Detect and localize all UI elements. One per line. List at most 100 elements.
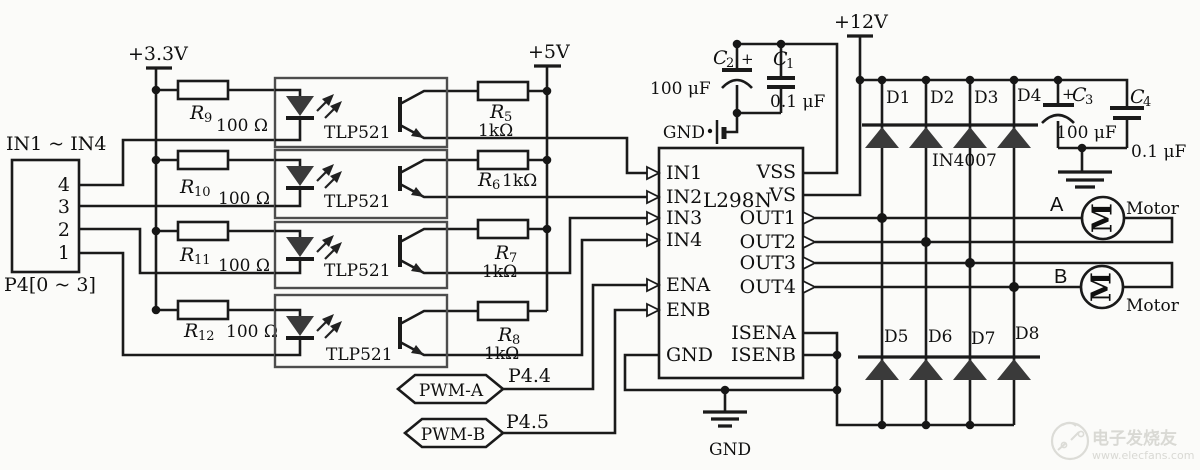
resistor-ref: R (477, 169, 492, 191)
capacitor-ref: C (773, 48, 788, 70)
resistor-value: 1kΩ (484, 344, 519, 364)
optocoupler-body (273, 220, 449, 290)
optocoupler-part-label: TLP521 (324, 192, 391, 212)
rail-3v3-label: +3.3V (128, 43, 188, 65)
rail-5v-label: +5V (528, 41, 570, 63)
diode-label-d6: D6 (928, 327, 952, 347)
diode-bank-top: D1 D2 D3 D4 IN4007 (862, 86, 1041, 171)
cap-ground-label: GND (663, 123, 705, 143)
connector-pin-1: 1 (58, 242, 70, 264)
resistor-value: 100 Ω (216, 116, 268, 136)
capacitor-sub: 3 (1085, 93, 1093, 108)
diode-label-d5: D5 (884, 327, 908, 347)
ic-pin-in4: IN4 (666, 229, 702, 251)
led-emission-arrow-icon (315, 92, 336, 113)
motor-a-label: A (1050, 194, 1064, 216)
pwm-b-label: PWM-B (421, 425, 486, 445)
junction-dots (151, 39, 1087, 430)
resistor-body (476, 80, 530, 102)
resistor-ref: R (494, 242, 509, 264)
pwm-tag-shape (395, 373, 506, 405)
motor-symbol: M (1088, 203, 1119, 233)
diode-icon (997, 127, 1031, 148)
resistor-sub: 11 (194, 253, 211, 268)
motor-a: M A Motor (1050, 194, 1180, 241)
resistor-sub: 9 (204, 111, 212, 126)
diode-bank-bottom: D5 D6 D7 D8 (858, 324, 1040, 380)
diode-icon (909, 359, 943, 380)
pin-arrow-icon (646, 165, 662, 181)
optocoupler-body (273, 76, 449, 149)
diode-part-label: IN4007 (932, 151, 997, 171)
watermark-logo-icon (1050, 421, 1090, 461)
connector-top-label: IN1 ~ IN4 (6, 133, 106, 155)
diode-icon (865, 127, 899, 148)
pwm-a-tag: PWM-A P4.4 (395, 365, 551, 405)
connector-body (10, 158, 81, 274)
resistor-r11: R 11 100 Ω (176, 220, 270, 276)
pin-arrow-icon (646, 232, 662, 248)
pwm-tag-shape (402, 417, 506, 449)
pin-arrow-icon (646, 189, 662, 205)
capacitor-sub: 1 (786, 57, 794, 72)
resistor-ref: R (489, 101, 504, 123)
resistor-value: 1kΩ (502, 171, 537, 191)
c3-ground (1058, 148, 1112, 189)
pin-arrow-icon (802, 279, 818, 295)
ic-l298n: L298N IN1 IN2 IN3 IN4 ENA ENB GND VSS VS… (646, 146, 818, 380)
watermark-site-name: 电子发烧友 (1092, 428, 1177, 449)
led-emission-arrow-icon (315, 162, 336, 183)
resistor-ref: R (179, 176, 194, 198)
resistor-r10: R 10 100 Ω (176, 149, 270, 209)
pwm-b-tag: PWM-B P4.5 (402, 411, 549, 449)
led-emission-arrow-icon (315, 233, 336, 254)
ic-pin-out1: OUT1 (740, 207, 796, 229)
ic-pin-isena: ISENA (731, 322, 796, 344)
capacitor-value: 0.1 μF (1131, 142, 1186, 162)
rail-12v-label: +12V (834, 11, 888, 33)
connector-p4: IN1 ~ IN4 P4[0 ~ 3] 4 3 2 1 (4, 133, 106, 296)
led-icon (286, 166, 314, 186)
motor-icon (1079, 264, 1125, 310)
motor-b-label: B (1054, 266, 1067, 288)
diode-label-d8: D8 (1015, 324, 1039, 344)
capacitor-sub: 4 (1143, 95, 1151, 110)
resistor-r12: R 12 100 Ω (176, 299, 278, 344)
optocoupler-body (273, 148, 449, 220)
capacitor-c2: C 2 + 100 μF (650, 44, 754, 113)
motor-b: M B Motor (1054, 264, 1180, 316)
capacitor-c3: + C 3 100 μF (1041, 80, 1117, 148)
pwm-a-label: PWM-A (419, 381, 484, 401)
diode-icon (865, 359, 899, 380)
resistor-sub: 7 (509, 251, 517, 266)
diode-icon (997, 359, 1031, 380)
resistor-value: 1kΩ (478, 121, 513, 141)
capacitor-value: 0.1 μF (770, 92, 825, 112)
ic-name: L298N (703, 188, 772, 212)
resistor-value: 100 Ω (218, 256, 270, 276)
pin-arrow-icon (646, 210, 662, 226)
connector-pin-2: 2 (58, 219, 70, 241)
motor-symbol: M (1087, 272, 1118, 302)
resistor-ref: R (497, 324, 512, 346)
optocoupler-part-label: TLP521 (326, 345, 393, 365)
diode-label-d3: D3 (974, 88, 998, 108)
resistor-body (176, 220, 230, 242)
capacitor-ref: C (1072, 84, 1087, 106)
resistor-body (476, 218, 530, 240)
resistor-sub: 6 (492, 178, 500, 193)
resistor-r8: R 8 1kΩ (476, 300, 530, 364)
resistor-value: 100 Ω (218, 189, 270, 209)
resistor-body (476, 300, 530, 322)
capacitor-ref: C (1130, 86, 1145, 108)
capacitor-value: 100 μF (650, 79, 711, 99)
resistor-ref: R (189, 102, 204, 124)
pin-arrow-icon (802, 234, 818, 250)
motor-b-text: Motor (1126, 296, 1180, 316)
ic-ground-label: GND (709, 440, 751, 460)
capacitor-polarity: + (741, 50, 754, 68)
ic-pin-vs: VS (768, 184, 796, 206)
ic-pin-out4: OUT4 (740, 276, 796, 298)
resistor-body (176, 299, 230, 321)
